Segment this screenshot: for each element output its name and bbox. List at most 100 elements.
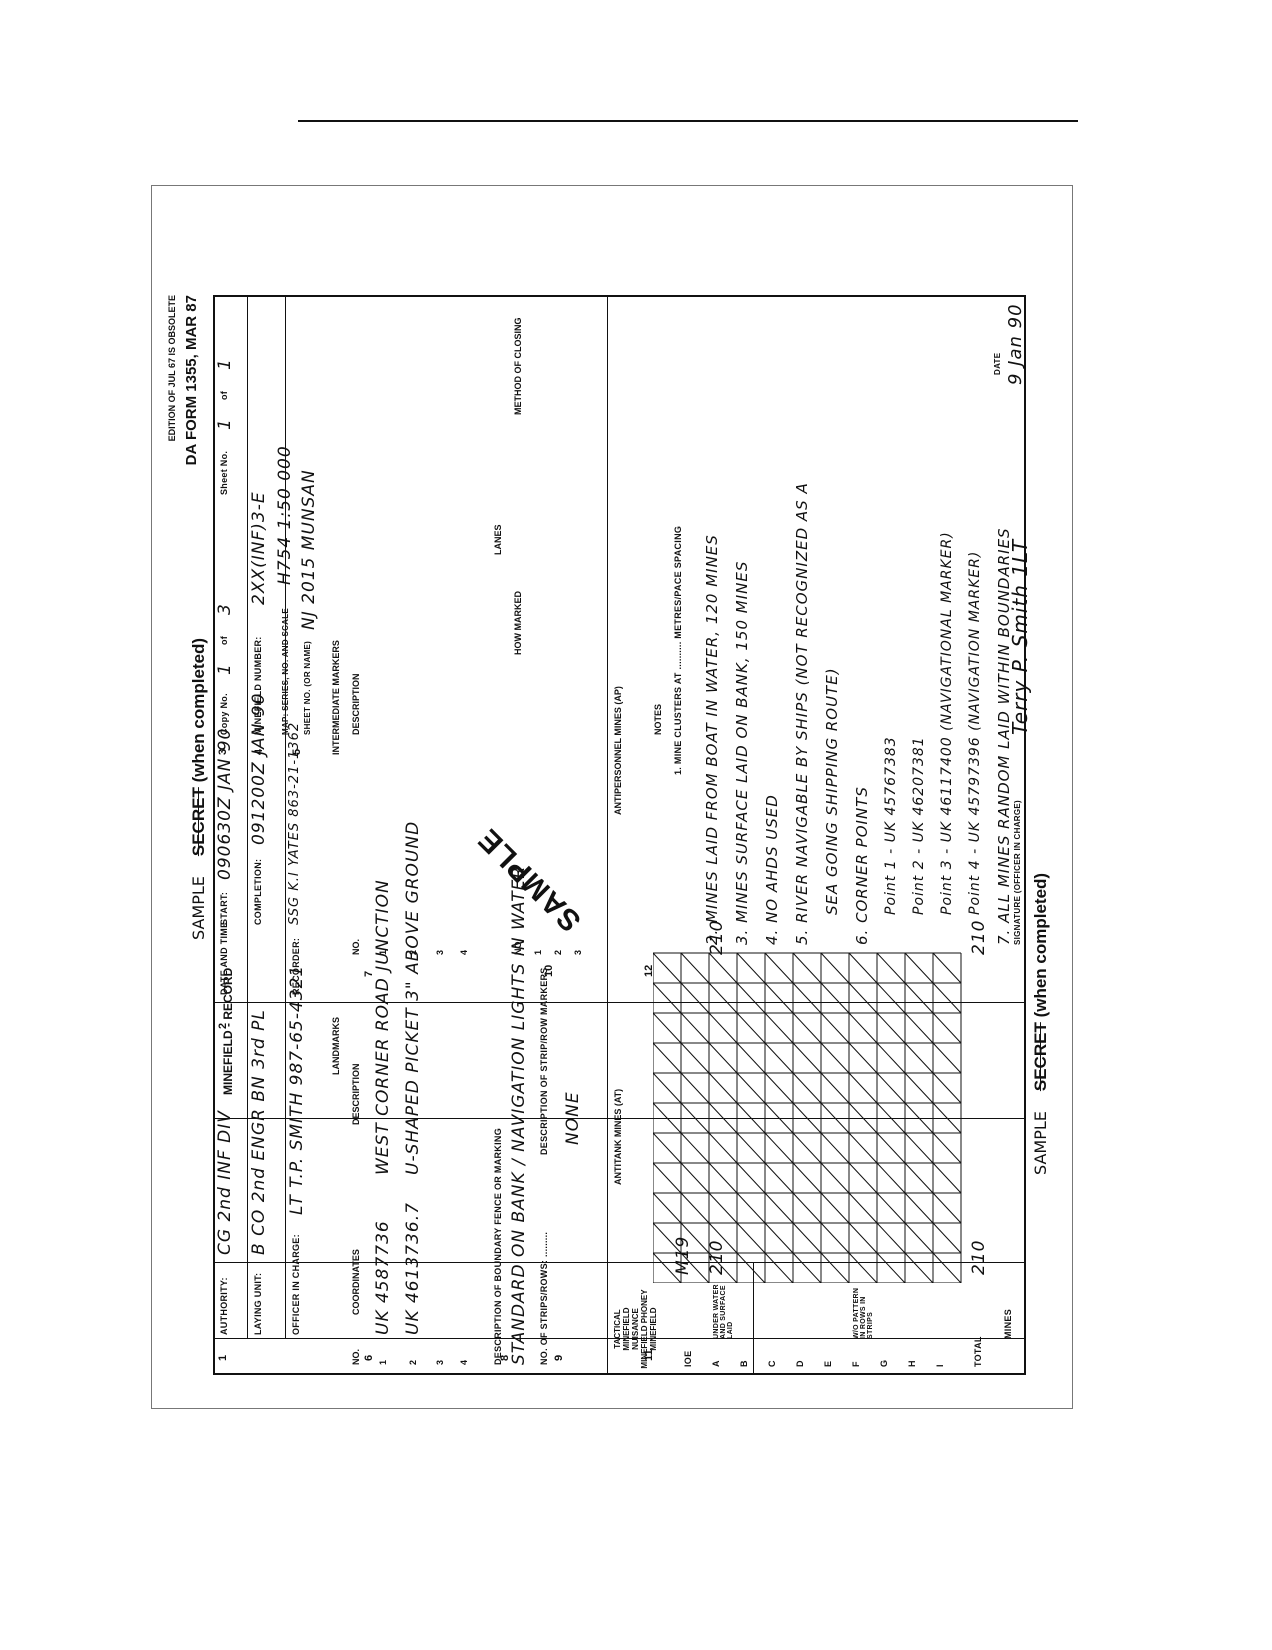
grid-cell-slash xyxy=(764,1042,794,1074)
when-completed: (when completed) xyxy=(1031,872,1050,1018)
grid-cell-slash xyxy=(652,1072,682,1104)
grid-cell-slash xyxy=(848,952,878,984)
minefield-number-value: 2XX(INF)3-E xyxy=(249,491,269,605)
note-line: 2. MINES LAID FROM BOAT IN WATER, 120 MI… xyxy=(703,534,721,945)
grid-cell-slash xyxy=(820,1072,850,1104)
top-security-marking: SAMPLESECRET (when completed) xyxy=(189,638,209,940)
section-number: 5 xyxy=(291,748,303,755)
when-completed: (when completed) xyxy=(189,637,208,783)
grid-cell-slash xyxy=(904,982,934,1014)
sign-date: 9 Jan 90 xyxy=(1005,303,1026,385)
note-line: Point 2 - UK 46207381 xyxy=(911,736,927,915)
grid-cell-slash xyxy=(652,1162,682,1194)
notes-header: NOTES xyxy=(653,703,663,735)
mines-row-label: IOE xyxy=(683,1350,693,1367)
grid-cell-slash xyxy=(708,1252,738,1284)
grid-cell-slash xyxy=(708,1222,738,1254)
grid-cell-slash xyxy=(792,1042,822,1074)
mines-row-label: I xyxy=(935,1364,945,1367)
grid-cell-slash xyxy=(904,1072,934,1104)
grid-cell-slash xyxy=(764,1072,794,1104)
mines-row-label: G xyxy=(879,1359,889,1367)
grid-cell-slash xyxy=(932,982,962,1014)
at-header: ANTITANK MINES (AT) xyxy=(613,1088,623,1185)
grid-cell-slash xyxy=(932,1162,962,1194)
grid-cell-slash xyxy=(708,1012,738,1044)
lane-no: 3 xyxy=(573,949,583,955)
date-label: DATE xyxy=(993,352,1002,375)
intermediate-no-header: NO. xyxy=(351,938,361,955)
grid-cell-slash xyxy=(792,1192,822,1224)
grid-cell-slash xyxy=(820,1042,850,1074)
grid-cell-slash xyxy=(848,1222,878,1254)
grid-cell-slash xyxy=(932,1252,962,1284)
note-line: 4. NO AHDS USED xyxy=(763,794,781,945)
grid-cell-slash xyxy=(904,1162,934,1194)
grid-cell-slash xyxy=(876,1252,906,1284)
strips-label: NO. OF STRIPS/ROWS: ......... xyxy=(539,1231,549,1365)
grid-cell-slash xyxy=(680,1102,710,1134)
landmarks-desc-header: DESCRIPTION xyxy=(351,1063,361,1125)
grid-cell-slash xyxy=(848,1102,878,1134)
mines-row-label: C xyxy=(767,1360,777,1367)
sample-mark: SAMPLE xyxy=(189,876,208,940)
grid-cell-slash xyxy=(736,1192,766,1224)
landmark-no: 1 xyxy=(378,1359,388,1365)
lane-no: 1 xyxy=(533,949,543,955)
grid-cell-slash xyxy=(652,1012,682,1044)
mines-row-label: B xyxy=(739,1360,749,1367)
landmark-no: 3 xyxy=(435,1359,445,1365)
lanes-header: LANES xyxy=(493,524,503,555)
grid-cell-slash xyxy=(820,1222,850,1254)
grid-cell-slash xyxy=(792,1102,822,1134)
landmarks-no-header: NO. xyxy=(351,1348,361,1365)
grid-cell-slash xyxy=(708,1162,738,1194)
grid-cell-slash xyxy=(736,1132,766,1164)
grid-cell-slash xyxy=(708,1132,738,1164)
grid-cell-slash xyxy=(792,1222,822,1254)
intermediate-desc-header: DESCRIPTION xyxy=(351,673,361,735)
grid-cell-slash xyxy=(876,952,906,984)
lanes-no-header: NO. xyxy=(513,938,523,955)
grid-cell-slash xyxy=(904,1132,934,1164)
section-number: 11 xyxy=(643,1349,655,1361)
section-number: 2 xyxy=(217,1022,229,1029)
lane-no: 2 xyxy=(553,949,563,955)
grid-cell-slash xyxy=(932,1102,962,1134)
note-line: SEA GOING SHIPPING ROUTE) xyxy=(823,667,841,915)
grid-cell-slash xyxy=(652,1132,682,1164)
grid-cell-slash xyxy=(876,1162,906,1194)
grid-cell-slash xyxy=(652,952,682,984)
laying-unit-value: B CO 2nd ENGR BN 3rd PL xyxy=(249,1009,269,1255)
section-number: 3 xyxy=(217,748,229,755)
grid-cell-slash xyxy=(792,1012,822,1044)
grid-cell-slash xyxy=(820,1252,850,1284)
total-value: 210 xyxy=(969,1239,989,1275)
lanes-method-header: METHOD OF CLOSING xyxy=(513,317,523,416)
section-number: 1 xyxy=(217,1354,229,1361)
grid-cell-slash xyxy=(652,1042,682,1074)
grid-cell-slash xyxy=(932,1012,962,1044)
completion-label: COMPLETION: xyxy=(253,858,263,925)
grid-cell-slash xyxy=(820,1102,850,1134)
sheet-name-value: NJ 2015 MUNSAN xyxy=(299,469,319,630)
grid-cell-slash xyxy=(932,1042,962,1074)
grid-cell-slash xyxy=(764,1192,794,1224)
sheet-of-value: 1 xyxy=(215,358,235,370)
laying-unit-label: LAYING UNIT: xyxy=(253,1272,263,1335)
grid-cell-slash xyxy=(736,1252,766,1284)
grid-cell-slash xyxy=(876,1132,906,1164)
date-time-label: DATE AND TIME xyxy=(219,921,229,995)
signature: Terry P. Smith 1LT xyxy=(1008,538,1032,735)
mines-grid-svg xyxy=(652,952,962,1284)
grid-cell-slash xyxy=(820,1162,850,1194)
grid-cell-slash xyxy=(680,1072,710,1104)
landmark-desc: U-SHAPED PICKET 3" ABOVE GROUND xyxy=(403,820,423,1175)
grid-cell-slash xyxy=(764,1222,794,1254)
grid-cell-slash xyxy=(820,1012,850,1044)
officer-value: LT T.P. SMITH 987-65-4321 xyxy=(287,964,307,1215)
grid-cell-slash xyxy=(708,1072,738,1104)
section-number: 9 xyxy=(553,1354,565,1361)
page-frame xyxy=(151,185,1073,1409)
form-number: DA FORM 1355, MAR 87 xyxy=(183,295,200,466)
